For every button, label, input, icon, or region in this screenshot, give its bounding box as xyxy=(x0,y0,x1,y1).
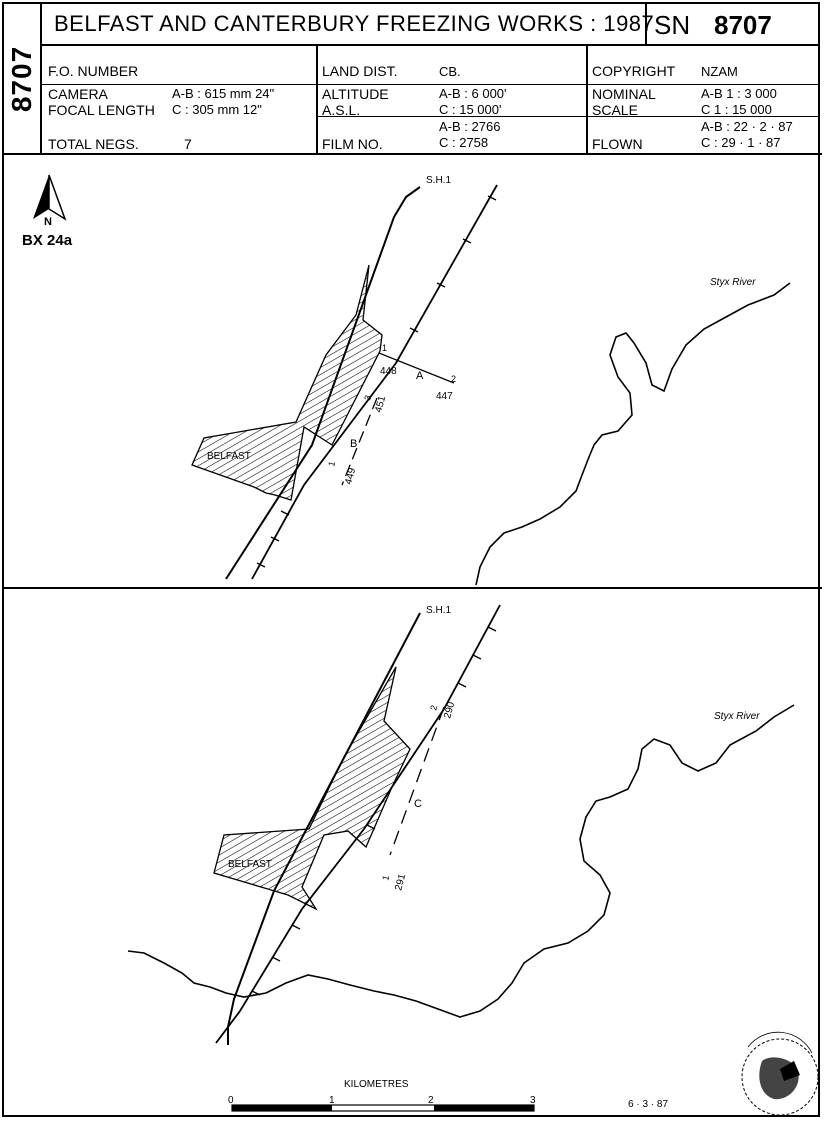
sheet-title: BELFAST AND CANTERBURY FREEZING WORKS : … xyxy=(54,11,655,36)
run-b-label: B xyxy=(350,438,357,450)
scale-bar xyxy=(231,1104,535,1112)
land-dist-value: CB. xyxy=(439,64,461,79)
flown-ab: A-B : 22 · 2 · 87 xyxy=(701,119,793,134)
header-block: 8707 BELFAST AND CANTERBURY FREEZING WOR… xyxy=(4,4,822,155)
nominal-label: NOMINAL xyxy=(592,86,656,102)
flight-line-b xyxy=(341,397,378,486)
film-no-c: C : 2758 xyxy=(439,135,489,150)
highway-label: S.H.1 xyxy=(426,175,451,186)
railway-line-bottom xyxy=(215,604,501,1044)
flight-line-c xyxy=(389,706,445,856)
sn-label: SN xyxy=(654,10,691,40)
freezing-works-area-bottom xyxy=(213,666,411,911)
frame-448: 448 xyxy=(380,366,397,377)
copyright-label: COPYRIGHT xyxy=(592,63,676,79)
sn-number: 8707 xyxy=(714,10,772,40)
focal-length-value: C : 305 mm 12" xyxy=(172,102,262,117)
frame-451-num: 3 xyxy=(362,394,373,401)
north-letter: N xyxy=(44,216,52,228)
map-bottom-svg: BELFAST S.H.1 2 290 C 1 291 Styx Riv xyxy=(127,604,819,1116)
nzam-logo-icon xyxy=(741,1031,819,1116)
north-arrow-icon xyxy=(33,174,67,221)
river-label: Styx River xyxy=(710,277,756,288)
belfast-label: BELFAST xyxy=(207,451,251,462)
map-panel-bottom: BELFAST S.H.1 2 290 C 1 291 Styx Riv xyxy=(4,591,822,1117)
map-panel-top: N BX 24a BELFAST S.H.1 1 448 xyxy=(4,155,822,589)
total-negs-label: TOTAL NEGS. xyxy=(48,136,139,152)
altitude-label: ALTITUDE xyxy=(322,86,389,102)
sheet-code: BX 24a xyxy=(22,232,73,249)
film-no-label: FILM NO. xyxy=(322,136,383,152)
highway-sh1-bottom xyxy=(227,612,421,1045)
land-dist-label: LAND DIST. xyxy=(322,63,398,79)
frame-449-num: 1 xyxy=(326,460,337,467)
scale-tick-3: 3 xyxy=(530,1095,536,1106)
highway-label-bottom: S.H.1 xyxy=(426,605,451,616)
frame-291: 291 xyxy=(393,872,408,891)
scale-tick-0: 0 xyxy=(228,1095,234,1106)
belfast-label-bottom: BELFAST xyxy=(228,859,272,870)
frame-447: 447 xyxy=(436,391,453,402)
frame-290-num: 2 xyxy=(428,704,439,711)
focal-length-label: FOCAL LENGTH xyxy=(48,102,155,118)
vertical-code-cell: 8707 xyxy=(4,4,42,153)
map-top-svg: N BX 24a BELFAST S.H.1 1 448 xyxy=(22,174,791,586)
flown-label: FLOWN xyxy=(592,136,643,152)
freezing-works-area xyxy=(191,264,383,501)
fo-number-label: F.O. NUMBER xyxy=(48,63,139,79)
camera-label: CAMERA xyxy=(48,86,108,102)
scale-tick-2: 2 xyxy=(428,1095,434,1106)
river-label-bottom: Styx River xyxy=(714,711,760,722)
compilation-date: 6 · 3 · 87 xyxy=(628,1099,668,1110)
run-a-label: A xyxy=(416,370,424,382)
frame-291-num: 1 xyxy=(380,874,391,881)
flight-line-a xyxy=(378,352,455,384)
frame-290: 290 xyxy=(442,700,457,719)
camera-value: A-B : 615 mm 24" xyxy=(172,86,275,101)
copyright-value: NZAM xyxy=(701,64,738,79)
nominal-value: A-B 1 : 3 000 xyxy=(701,86,777,101)
styx-river-bottom xyxy=(127,704,795,1018)
altitude-value: A-B : 6 000' xyxy=(439,86,507,101)
total-negs-value: 7 xyxy=(184,136,192,152)
scale-label: SCALE xyxy=(592,102,638,118)
styx-river xyxy=(475,282,791,586)
railway-ticks xyxy=(256,195,497,568)
asl-value: C : 15 000' xyxy=(439,102,502,117)
frame-451: 451 xyxy=(373,394,388,413)
scale-value: C 1 : 15 000 xyxy=(701,102,772,117)
asl-label: A.S.L. xyxy=(322,102,361,118)
frame-447-num: 2 xyxy=(451,374,456,384)
railway-line xyxy=(251,184,498,580)
run-c-label: C xyxy=(414,798,422,810)
highway-sh1 xyxy=(225,186,421,580)
scale-tick-1: 1 xyxy=(329,1095,335,1106)
frame-449: 449 xyxy=(343,466,358,485)
vertical-code: 8707 xyxy=(6,45,37,112)
film-no-ab: A-B : 2766 xyxy=(439,119,501,134)
scale-title: KILOMETRES xyxy=(344,1079,409,1090)
frame-448-num: 1 xyxy=(382,343,387,353)
flown-c: C : 29 · 1 · 87 xyxy=(701,135,781,150)
